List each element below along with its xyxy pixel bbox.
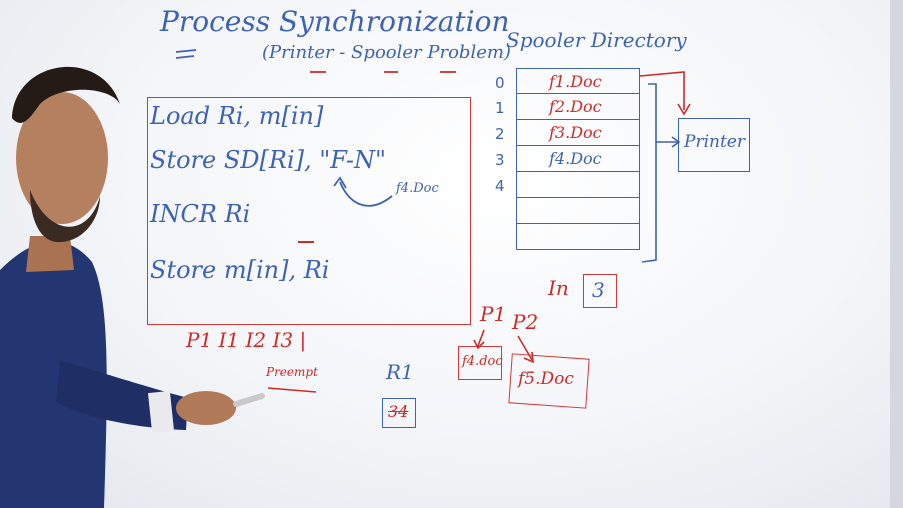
instruction-i1: Load Ri, m[in]: [150, 102, 324, 130]
p2-label: P2: [512, 310, 539, 334]
row-value: f3.Doc: [549, 123, 602, 142]
in-value: 3: [592, 278, 605, 302]
row-index: 2: [495, 125, 505, 143]
in-box: [583, 274, 617, 308]
r1-box: [382, 398, 416, 428]
instruction-i4: Store m[in], Ri: [150, 256, 330, 284]
row-value: f4.Doc: [549, 149, 602, 168]
p2-doc: f5.Doc: [518, 369, 574, 389]
spooler-row: 3 f4.Doc: [495, 146, 640, 172]
r1-value: 34: [388, 402, 409, 421]
instruction-i2: Store SD[Ri], "F-N": [150, 146, 387, 174]
spooler-row: 4: [495, 172, 640, 198]
row-index: 0: [495, 74, 505, 92]
in-label: In: [548, 276, 569, 300]
spooler-title: Spooler Directory: [506, 28, 687, 52]
annotation-f4-doc: f4.Doc: [396, 181, 439, 196]
spooler-table: 0 f1.Doc 1 f2.Doc 2 f3.Doc 3 f4.Doc 4: [495, 68, 640, 250]
board-subtitle: (Printer - Spooler Problem): [262, 42, 511, 63]
execution-trace: P1 I1 I2 I3 |: [186, 328, 307, 352]
spooler-row: 1 f2.Doc: [495, 94, 640, 120]
instruction-i3: INCR Ri: [150, 200, 251, 228]
p1-label: P1: [480, 302, 507, 326]
row-value: f1.Doc: [549, 72, 602, 91]
row-index: 3: [495, 151, 505, 169]
printer-box: [678, 118, 750, 172]
instruction-box: [147, 97, 471, 325]
printer-label: Printer: [684, 132, 745, 152]
p1-doc: f4.doc: [462, 354, 503, 369]
r1-label: R1: [386, 360, 414, 384]
row-index: 1: [495, 99, 505, 117]
spooler-row: 2 f3.Doc: [495, 120, 640, 146]
spooler-row: 0 f1.Doc: [495, 68, 640, 94]
spooler-row: [516, 198, 640, 224]
row-index: 4: [495, 177, 505, 195]
preempt-label: Preempt: [266, 365, 318, 379]
board-title: Process Synchronization: [160, 5, 510, 38]
spooler-row: [516, 224, 640, 250]
presenter: [0, 66, 265, 508]
row-value: f2.Doc: [549, 97, 602, 116]
